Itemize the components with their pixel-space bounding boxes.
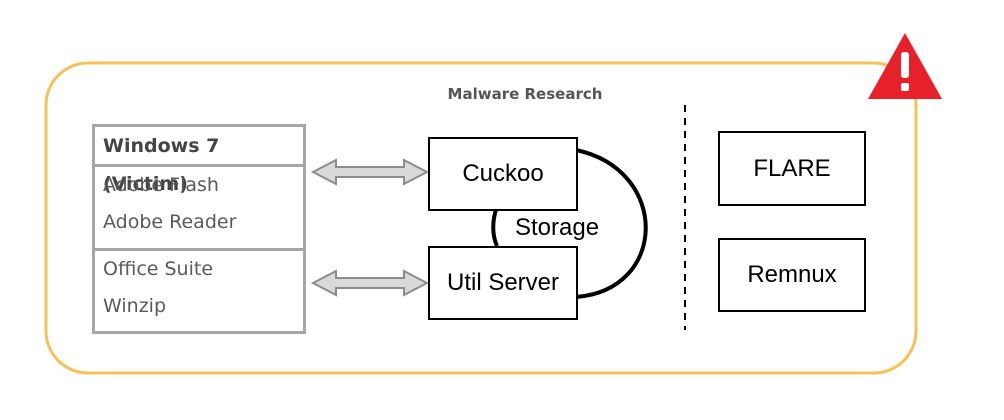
cuckoo-node: Cuckoo (428, 137, 578, 211)
windows-stack-header: Windows 7 (Victim) (92, 124, 306, 195)
software-item-adobe-flash: Adobe Flash (103, 174, 219, 196)
flare-node: FLARE (718, 131, 866, 206)
double-arrow-util (310, 269, 430, 297)
software-item-office-suite: Office Suite (103, 258, 214, 280)
remnux-node: Remnux (718, 238, 866, 312)
double-arrow-cuckoo (310, 158, 430, 186)
software-item-winzip: Winzip (103, 295, 167, 317)
research-frame (44, 61, 918, 375)
warning-triangle-icon (868, 33, 942, 99)
diagram-title: Malware Research (447, 85, 603, 103)
util-server-node: Util Server (428, 246, 578, 320)
software-group-1: Adobe Flash Adobe Reader (92, 164, 306, 248)
software-group-2: Office Suite Winzip (92, 248, 306, 334)
storage-label: Storage (515, 214, 600, 241)
software-item-adobe-reader: Adobe Reader (103, 211, 237, 233)
